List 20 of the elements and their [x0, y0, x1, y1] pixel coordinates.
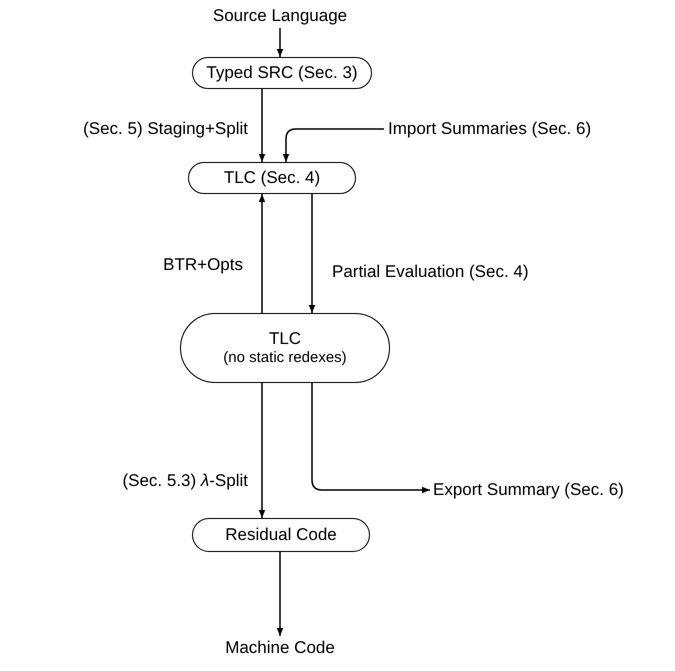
arrow — [308, 194, 316, 313]
arrow — [258, 194, 266, 313]
node-text: Residual Code — [225, 524, 337, 546]
process-box — [192, 518, 370, 552]
node-text: Export Summary (Sec. 6) — [433, 479, 624, 501]
process-box — [188, 162, 356, 194]
arrow — [282, 128, 384, 162]
node-text: Machine Code — [225, 637, 335, 659]
arrow — [258, 383, 266, 518]
arrow — [258, 89, 266, 162]
node-text: Typed SRC (Sec. 3) — [206, 62, 358, 84]
arrow — [276, 28, 284, 57]
node-text: (no static redexes) — [223, 349, 347, 368]
process-box — [192, 57, 372, 89]
node-text: Import Summaries (Sec. 6) — [388, 118, 592, 140]
node-text: TLC (Sec. 4) — [224, 167, 320, 189]
node-text: TLC — [268, 328, 302, 350]
arrow — [276, 552, 284, 636]
node-text: Source Language — [212, 5, 348, 27]
arrow — [311, 383, 430, 494]
